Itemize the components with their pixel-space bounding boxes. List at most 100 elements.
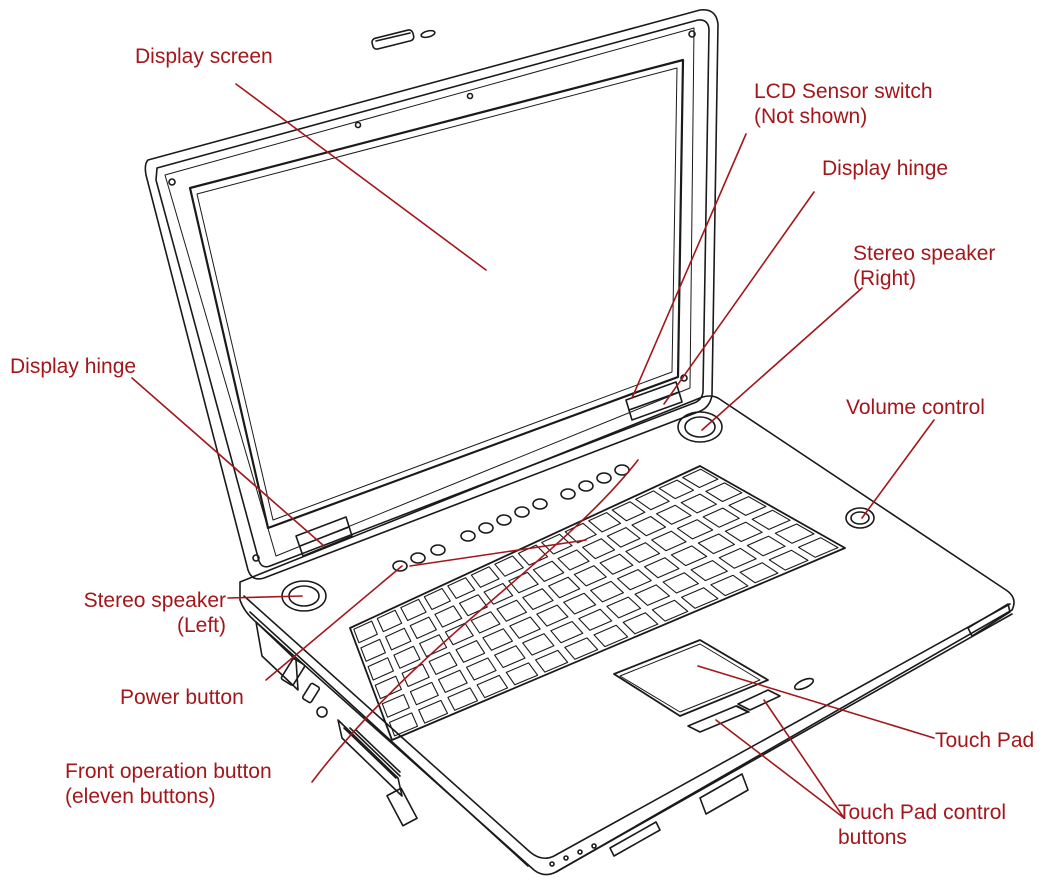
keyboard-key bbox=[599, 553, 634, 575]
keyboard-key bbox=[622, 612, 659, 635]
keyboard-key bbox=[635, 490, 670, 511]
keyboard-key bbox=[728, 496, 767, 516]
keyboard-key bbox=[797, 537, 839, 558]
keyboard-key bbox=[466, 657, 497, 681]
label-line: Volume control bbox=[846, 396, 985, 419]
keyboard-key bbox=[409, 681, 439, 706]
touch-pad-control-buttons bbox=[687, 689, 781, 733]
front-operation-button-icon bbox=[460, 530, 476, 542]
leader-power-button bbox=[265, 565, 403, 681]
keyboard-key bbox=[522, 633, 555, 656]
bezel-screws bbox=[168, 30, 696, 562]
keyboard-key bbox=[680, 493, 717, 514]
label-display-screen: Display screen bbox=[135, 44, 273, 69]
keyboard-key bbox=[496, 599, 528, 622]
keyboard-key bbox=[662, 572, 699, 594]
keyboard-key bbox=[381, 694, 410, 718]
keyboard-key bbox=[676, 519, 714, 540]
keyboard-key bbox=[631, 515, 667, 537]
keyboard-key bbox=[400, 598, 427, 622]
label-line: (eleven buttons) bbox=[65, 785, 216, 808]
keyboard-key bbox=[458, 594, 488, 617]
keyboard-key bbox=[625, 542, 661, 563]
label-front-operation-button: Front operation button(eleven buttons) bbox=[65, 759, 272, 809]
keyboard-key bbox=[532, 560, 565, 582]
stereo-speaker-right-icon bbox=[677, 411, 723, 443]
keyboard-key bbox=[374, 675, 402, 700]
keyboard-key bbox=[360, 638, 386, 662]
keyboard-key bbox=[550, 620, 584, 644]
leader-touch-pad bbox=[697, 665, 935, 739]
keyboard-key bbox=[656, 504, 692, 525]
keyboard-key bbox=[774, 523, 815, 544]
keyboard-key bbox=[476, 674, 509, 699]
keyboard-key bbox=[697, 533, 736, 555]
keyboard-key bbox=[483, 582, 514, 605]
keyboard-key bbox=[617, 569, 652, 591]
keyboard-key bbox=[353, 620, 378, 644]
keyboard-key bbox=[367, 657, 394, 681]
label-display-hinge-right: Display hinge bbox=[822, 156, 948, 181]
keyboard-key bbox=[611, 501, 646, 522]
leader-display-hinge-right bbox=[663, 191, 815, 405]
label-line: Power button bbox=[120, 686, 244, 709]
label-volume-control: Volume control bbox=[846, 395, 985, 420]
keyboard-key bbox=[634, 584, 671, 606]
label-line: Display hinge bbox=[822, 157, 949, 180]
label-line: Stereo speaker bbox=[853, 242, 996, 265]
keyboard-key bbox=[718, 547, 757, 569]
leader-lcd-sensor-switch bbox=[631, 133, 747, 399]
label-line: (Left) bbox=[176, 614, 226, 637]
keyboard-key bbox=[494, 645, 526, 669]
keyboard-key bbox=[578, 608, 613, 631]
label-lcd-sensor-switch: LCD Sensor switch(Not shown) bbox=[754, 79, 933, 129]
keyboard-key bbox=[573, 565, 607, 587]
label-line: Display hinge bbox=[10, 355, 137, 378]
keyboard-key bbox=[444, 622, 474, 646]
keyboard-key bbox=[557, 549, 590, 571]
keyboard-key bbox=[670, 545, 708, 567]
leader-display-screen bbox=[235, 83, 487, 271]
keyboard-key bbox=[563, 592, 597, 615]
front-operation-button-icon bbox=[596, 472, 612, 484]
keyboard-key bbox=[651, 599, 689, 622]
keyboard-key bbox=[606, 527, 641, 548]
keyboard-key bbox=[582, 538, 616, 560]
keyboard-key bbox=[388, 712, 419, 737]
keyboard-key bbox=[494, 555, 524, 577]
front-operation-button-icon bbox=[514, 506, 530, 518]
keyboard-key bbox=[447, 687, 479, 711]
leader-volume-control bbox=[861, 419, 935, 519]
leader-touch-pad-buttons-a bbox=[715, 719, 845, 819]
keyboard-key bbox=[482, 628, 513, 651]
keyboard-key bbox=[690, 560, 728, 582]
power-button-icon bbox=[392, 560, 408, 572]
keyboard-key bbox=[437, 669, 468, 693]
keyboard-key bbox=[643, 557, 680, 579]
keyboard-key bbox=[509, 616, 541, 639]
front-operation-button-icon bbox=[578, 480, 594, 492]
keyboard-key bbox=[535, 649, 569, 673]
keyboard-key bbox=[590, 580, 624, 603]
display-hinge-right bbox=[625, 381, 683, 421]
webcam-icon bbox=[371, 29, 436, 50]
keyboard-key bbox=[376, 609, 403, 633]
front-operation-button-icon bbox=[560, 488, 576, 500]
keyboard-key bbox=[470, 611, 501, 634]
keyboard-key bbox=[455, 640, 486, 663]
label-line: buttons bbox=[838, 826, 907, 849]
front-operation-button-icon bbox=[496, 514, 512, 526]
keyboard-key bbox=[423, 587, 451, 611]
leader-front-operation-button bbox=[311, 459, 639, 783]
label-line: (Right) bbox=[853, 267, 917, 290]
keyboard-key bbox=[536, 604, 569, 627]
label-line: LCD Sensor switch bbox=[754, 80, 933, 103]
volume-control-icon bbox=[845, 507, 875, 529]
display-lid bbox=[144, 8, 719, 580]
keyboard-key bbox=[606, 596, 642, 619]
keyboard-key bbox=[739, 562, 779, 584]
keyboard-key bbox=[447, 577, 476, 599]
